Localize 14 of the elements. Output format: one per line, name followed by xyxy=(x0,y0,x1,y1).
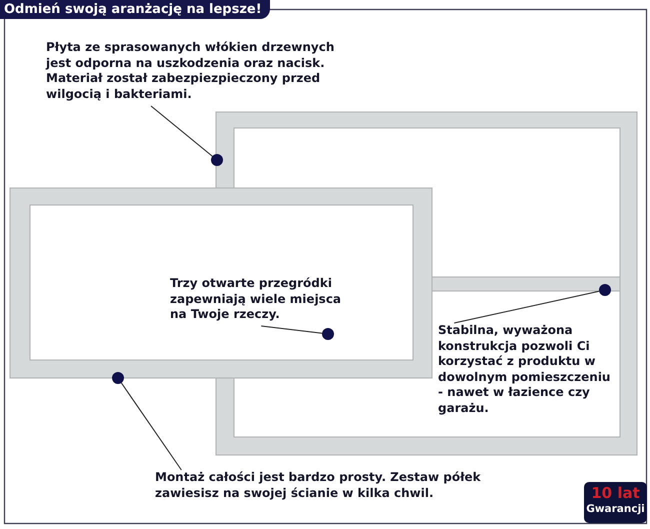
marker-dot xyxy=(112,372,124,384)
callout-text: Montaż całości jest bardzo prosty. Zestaw półek zawiesisz na swojej ścianie w kilka chwil. xyxy=(155,470,485,506)
callout-text: Płyta ze sprasowanych włókien drzewnych jest odporna na uszkodzenia oraz nacisk. Materiał został zabezpiezpieczony przed wilgocią i bakteriami. xyxy=(46,40,346,106)
warranty-badge xyxy=(584,482,647,523)
title-banner: Odmień swoją aranżację na lepsze! xyxy=(0,0,270,19)
leader-line xyxy=(260,326,323,334)
marker-dot xyxy=(211,154,223,166)
callout-text: Trzy otwarte przegródki zapewniają wiele miejsca na Twoje rzeczy. xyxy=(170,276,360,326)
warranty-years: 10 lat xyxy=(590,485,641,502)
leader-line xyxy=(454,290,600,324)
leader-line xyxy=(120,382,182,470)
leader-line xyxy=(150,106,213,157)
callout-text: Stabilna, wyważona konstrukcja pozwoli Ci korzystać z produktu w dowolnym pomieszczeniu - nawet w łazience czy garażu. xyxy=(438,323,618,419)
warranty-label: Gwarancji xyxy=(585,502,646,517)
